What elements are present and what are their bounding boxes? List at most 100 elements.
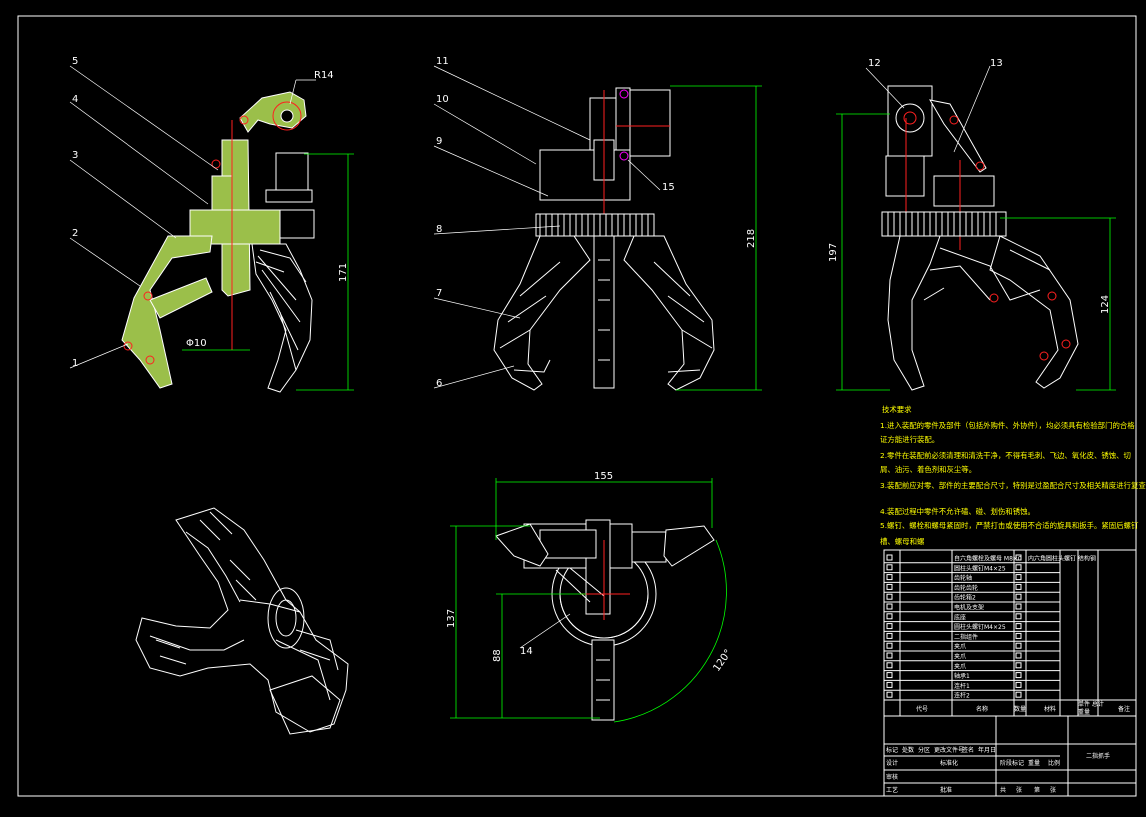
col-weight2: 重量	[1078, 708, 1090, 716]
title-block: 代号 名称 数量 材料 单件 总计 重量 备注 二指抓手 标记 处数 分区 更改…	[883, 549, 1137, 797]
bom-row-qty-box	[1015, 681, 1022, 688]
bom-row-qty-box	[1015, 554, 1022, 561]
stage-label: 阶段标记	[1000, 759, 1024, 767]
sign-label: 签名	[962, 746, 974, 754]
part-label-11: 11	[436, 56, 449, 67]
note-line: 2.零件在装配前必须清理和清洗干净，不得有毛刺、飞边、氧化皮、锈蚀、切	[880, 451, 1131, 460]
bom-row-name: 电机及支架	[954, 604, 984, 612]
bom-row-seq-box	[886, 691, 893, 698]
bom-row-qty-box	[1015, 652, 1022, 659]
bom-row-qty-box	[1015, 623, 1022, 630]
bom-row-seq-box	[886, 623, 893, 630]
notes-title: 技术要求	[882, 405, 912, 414]
sheet-no-label: 第	[1034, 786, 1040, 794]
part-label-2: 2	[72, 228, 78, 239]
bom-row-qty-box	[1015, 632, 1022, 639]
dim-155: 155	[594, 471, 613, 482]
front-view: 5 4 3 2 1 R14 171 Φ10	[69, 56, 354, 393]
note-line: 槽、螺母和螺	[880, 537, 925, 546]
bom-row-name: 圆柱头螺钉M4×25	[954, 564, 1006, 572]
part-label-10: 10	[436, 94, 449, 105]
dim-218: 218	[746, 229, 757, 248]
part-label-6: 6	[436, 378, 442, 389]
bom-row-seq-box	[886, 613, 893, 620]
technical-notes: 技术要求 1.进入装配的零件及部件（包括外购件、外协件），均必须具有检验部门的合…	[880, 405, 1146, 546]
bom-row-name: 齿轮轴	[954, 574, 972, 582]
col-material: 材料	[1044, 705, 1056, 713]
bom-row-qty-box	[1015, 603, 1022, 610]
col-remark: 备注	[1118, 705, 1130, 713]
dim-171: 171	[338, 263, 349, 282]
process-label: 工艺	[886, 786, 898, 794]
dia-label: Φ10	[186, 338, 207, 349]
part-label-4: 4	[72, 94, 78, 105]
bom-row-qty-box	[1015, 642, 1022, 649]
approve-label: 批准	[940, 786, 952, 794]
bom-row-material: 内六角圆柱头螺钉 结构钢	[1028, 555, 1096, 563]
bom-row-seq-box	[886, 574, 893, 581]
note-line: 1.进入装配的零件及部件（包括外购件、外协件），均必须具有检验部门的合格	[880, 421, 1135, 430]
zone-count-label: 处数	[902, 746, 914, 754]
col-code: 代号	[916, 705, 928, 713]
note-line: 4.装配过程中零件不允许磕、碰、划伤和锈蚀。	[880, 507, 1035, 516]
dim-137: 137	[446, 609, 457, 628]
dim-88: 88	[492, 649, 503, 662]
part-label-8: 8	[436, 224, 442, 235]
weight-label: 重量	[1028, 759, 1040, 767]
mark-label: 标记	[886, 746, 898, 754]
radius-label: R14	[314, 70, 334, 81]
bom-row-qty-box	[1015, 593, 1022, 600]
part-label-1: 1	[72, 358, 78, 369]
col-qty: 数量	[1014, 705, 1026, 713]
note-line: 5.螺钉、螺栓和螺母紧固时，严禁打击或使用不合适的旋具和扳手。紧固后螺钉	[880, 521, 1139, 530]
bom-row-seq-box	[886, 652, 893, 659]
end-view: 12 13 197 124	[828, 58, 1116, 391]
bom-row-seq-box	[886, 681, 893, 688]
note-line: 证方能进行装配。	[880, 435, 939, 444]
sheet-unit-label-2: 张	[1050, 786, 1056, 794]
bom-row-name: 连杆2	[954, 692, 970, 700]
sheet-total-label: 共	[1000, 786, 1006, 794]
bom-row-name: 连杆1	[954, 682, 970, 690]
note-line: 3.装配前应对零、部件的主要配合尺寸，特别是过盈配合尺寸及相关精度进行复查。	[880, 481, 1146, 490]
bom-row-name: 夹爪	[954, 653, 966, 661]
part-label-12: 12	[868, 58, 881, 69]
part-label-7: 7	[436, 288, 442, 299]
date-label: 年月日	[978, 746, 996, 754]
bom-row-name: 齿轮箱2	[954, 594, 976, 602]
bom-row-name: 圆柱头螺钉M4×25	[954, 623, 1006, 631]
bom-row-qty-box	[1015, 662, 1022, 669]
part-label-3: 3	[72, 150, 78, 161]
review-label: 审核	[886, 773, 898, 781]
part-label-15: 15	[662, 182, 675, 193]
bom-row-name: 底座	[954, 613, 966, 621]
col-name: 名称	[976, 705, 988, 713]
bom-row-name: 轴承1	[954, 672, 970, 680]
side-view: 11 10 9 8 7 6 15 218	[433, 56, 762, 391]
part-label-9: 9	[436, 136, 442, 147]
bom-row-qty-box	[1015, 574, 1022, 581]
sheet-unit-label: 张	[1016, 786, 1022, 794]
part-label-13: 13	[990, 58, 1003, 69]
bom-row-seq-box	[886, 632, 893, 639]
bom-row-seq-box	[886, 593, 893, 600]
bom-row-seq-box	[886, 642, 893, 649]
zone-label: 分区	[918, 746, 930, 754]
bom-row-qty-box	[1015, 613, 1022, 620]
isometric-view	[135, 507, 349, 735]
bom-row-seq-box	[886, 662, 893, 669]
bom-row-qty-box	[1015, 564, 1022, 571]
bom-row-name: 自六角螺栓及螺母 M8×0	[954, 555, 1022, 563]
bom-row-name: 夹爪	[954, 643, 966, 651]
standard-label: 标准化	[940, 759, 958, 767]
bom-row-seq-box	[886, 583, 893, 590]
angle-label: 120°	[711, 648, 734, 674]
drawing-border	[17, 15, 1137, 797]
design-label: 设计	[886, 759, 898, 767]
part-label-14: 14	[520, 646, 533, 657]
bom-row-qty-box	[1015, 583, 1022, 590]
change-doc-label: 更改文件号	[934, 746, 964, 754]
top-view: 155 137 88 120° 14	[446, 471, 734, 723]
drawing-title: 二指抓手	[1086, 752, 1110, 760]
dim-124: 124	[1100, 295, 1111, 314]
